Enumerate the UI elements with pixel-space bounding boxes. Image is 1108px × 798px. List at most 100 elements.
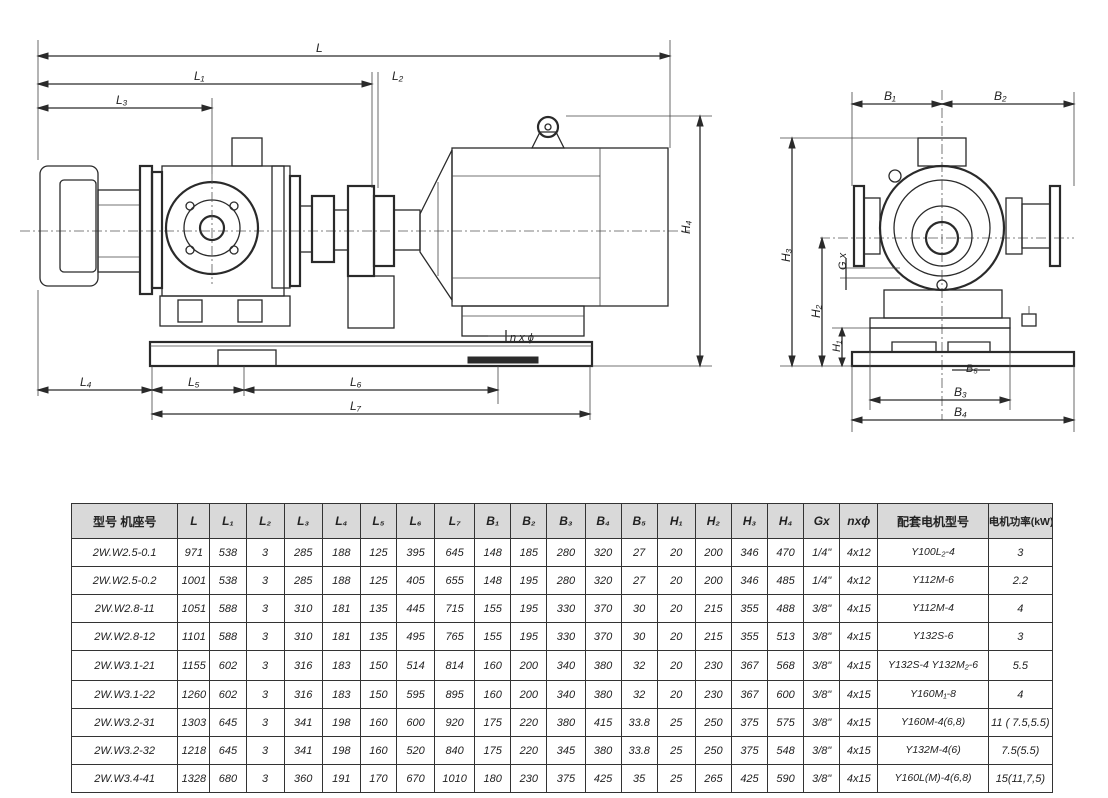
table-cell: 200: [510, 680, 548, 709]
table-cell: 27: [620, 538, 658, 567]
table-cell: 602: [209, 680, 247, 709]
table-cell: 645: [209, 736, 247, 765]
table-cell: 4x15: [839, 736, 879, 765]
table-cell: 340: [546, 680, 586, 709]
front-view: n x ϕ L L₁ L₂ L₃ H₄: [20, 40, 712, 420]
table-cell: 600: [767, 680, 805, 709]
header-cell: L₅: [359, 503, 397, 539]
table-cell: 1/4": [803, 538, 841, 567]
pump-assembly-drawing: n x ϕ L L₁ L₂ L₃ H₄: [20, 40, 1076, 432]
table-cell: 191: [321, 764, 361, 793]
table-cell: 160: [359, 708, 397, 737]
dim-label-H2: H₂: [809, 304, 823, 318]
header-cell: L₂: [245, 503, 285, 539]
table-cell: 135: [359, 594, 397, 623]
table-cell: 840: [434, 736, 476, 765]
table-cell: 1303: [177, 708, 211, 737]
table-cell: 188: [321, 566, 361, 595]
table-cell: 20: [656, 594, 696, 623]
table-cell: 513: [767, 622, 805, 651]
table-cell: 30: [620, 622, 658, 651]
table-cell: 1260: [177, 680, 211, 709]
table-cell: 310: [283, 594, 323, 623]
model-cell: 2W.W3.2-32: [70, 736, 179, 765]
dim-label-B2: B₂: [994, 89, 1007, 103]
table-cell: 20: [656, 622, 696, 651]
table-cell: 220: [510, 708, 548, 737]
table-cell: 200: [694, 538, 732, 567]
table-cell: 520: [395, 736, 436, 765]
side-view: B₁ B₂ H₃ H₂ G x H₁ B₅ B₃: [779, 89, 1076, 432]
table-cell: 4: [987, 594, 1054, 623]
motor-model-cell: Y160M₁-8: [877, 680, 989, 709]
table-cell: 200: [510, 650, 548, 681]
model-cell: 2W.W3.4-41: [70, 764, 179, 793]
model-cell: 2W.W2.5-0.2: [70, 566, 179, 595]
table-cell: 2.2: [987, 566, 1054, 595]
table-cell: 367: [730, 650, 769, 681]
header-cell: H₄: [767, 503, 805, 539]
table-cell: 5.5: [987, 650, 1054, 681]
table-cell: 280: [546, 538, 586, 567]
header-cell: B₅: [620, 503, 658, 539]
table-cell: 655: [434, 566, 476, 595]
model-cell: 2W.W2.8-12: [70, 622, 179, 651]
table-cell: 316: [283, 680, 323, 709]
header-cell: L₇: [434, 503, 476, 539]
table-cell: 20: [656, 538, 696, 567]
model-cell: 2W.W2.8-11: [70, 594, 179, 623]
table-cell: 316: [283, 650, 323, 681]
table-cell: 7.5(5.5): [987, 736, 1054, 765]
table-cell: 346: [730, 566, 769, 595]
table-cell: 425: [584, 764, 622, 793]
motor-model-cell: Y132S-6: [877, 622, 989, 651]
table-cell: 330: [546, 594, 586, 623]
table-cell: 4x12: [839, 538, 879, 567]
table-cell: 33.8: [620, 708, 658, 737]
header-cell: 型号 机座号: [70, 503, 179, 539]
table-cell: 20: [656, 650, 696, 681]
table-cell: 670: [395, 764, 436, 793]
table-cell: 3: [245, 566, 285, 595]
table-cell: 588: [209, 622, 247, 651]
table-cell: 602: [209, 650, 247, 681]
table-cell: 405: [395, 566, 436, 595]
table-cell: 280: [546, 566, 586, 595]
table-cell: 230: [694, 680, 732, 709]
table-cell: 375: [730, 736, 769, 765]
table-cell: 3: [245, 736, 285, 765]
model-cell: 2W.W3.1-22: [70, 680, 179, 709]
table-cell: 1328: [177, 764, 211, 793]
table-cell: 3/8": [803, 736, 841, 765]
table-cell: 380: [546, 708, 586, 737]
table-cell: 568: [767, 650, 805, 681]
table-cell: 310: [283, 622, 323, 651]
table-cell: 4x15: [839, 708, 879, 737]
table-cell: 341: [283, 708, 323, 737]
table-cell: 645: [209, 708, 247, 737]
dim-label-L2: L₂: [392, 69, 404, 83]
table-cell: 155: [474, 622, 512, 651]
dim-label-L1: L₁: [194, 69, 205, 83]
table-cell: 715: [434, 594, 476, 623]
table-cell: 346: [730, 538, 769, 567]
table-cell: 195: [510, 594, 548, 623]
table-cell: 3/8": [803, 680, 841, 709]
header-cell: B₁: [474, 503, 512, 539]
table-cell: 3/8": [803, 708, 841, 737]
dim-label-B3: B₃: [954, 385, 967, 399]
table-cell: 20: [656, 680, 696, 709]
table-cell: 590: [767, 764, 805, 793]
table-cell: 1001: [177, 566, 211, 595]
table-cell: 495: [395, 622, 436, 651]
pump-specification-table: 型号 机座号 L L₁ L₂ L₃ L₄ L₅ L₆ L₇ B₁ B₂ B₃ B…: [70, 503, 1054, 793]
table-cell: 645: [434, 538, 476, 567]
table-cell: 3/8": [803, 594, 841, 623]
table-cell: 330: [546, 622, 586, 651]
table-cell: 33.8: [620, 736, 658, 765]
header-cell: L₆: [395, 503, 436, 539]
